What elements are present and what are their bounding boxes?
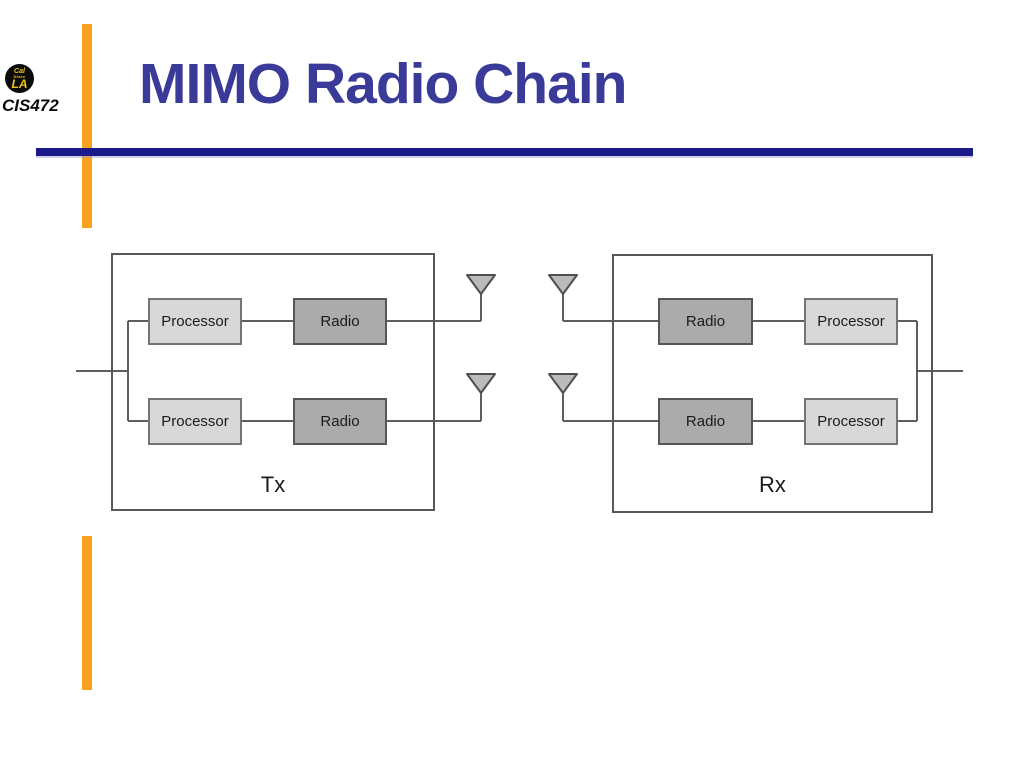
wire-rx-row2 [562,393,917,422]
logo-text-state: State [13,73,26,79]
rx-unit-box [612,254,933,513]
antenna-icon [466,373,496,394]
course-code: CIS472 [2,96,59,115]
logo-text-cal: Cal [14,67,25,75]
accent-bar-top [82,24,92,228]
antenna-icon [548,274,578,295]
slide-title: MIMO Radio Chain [139,52,627,116]
title-underline-rule [36,148,973,156]
block-processor: Processor [148,298,242,345]
cal-state-la-logo-icon: Cal State LA [5,64,34,93]
antenna-icon [466,274,496,295]
tx-label: Tx [260,472,286,497]
block-processor: Processor [148,398,242,445]
block-processor: Processor [804,298,898,345]
wire-rx-row1 [562,294,917,322]
block-radio: Radio [293,398,387,445]
logo-text-la: LA [11,76,28,91]
wire-tx-split [127,320,148,422]
block-radio: Radio [658,398,753,445]
wire-rx-merge [916,321,963,421]
tx-unit-box [111,253,435,511]
block-radio: Radio [658,298,753,345]
block-processor: Processor [804,398,898,445]
antenna-icon [548,373,578,394]
accent-bar-bottom [82,536,92,690]
rx-label: Rx [759,472,786,497]
block-radio: Radio [293,298,387,345]
